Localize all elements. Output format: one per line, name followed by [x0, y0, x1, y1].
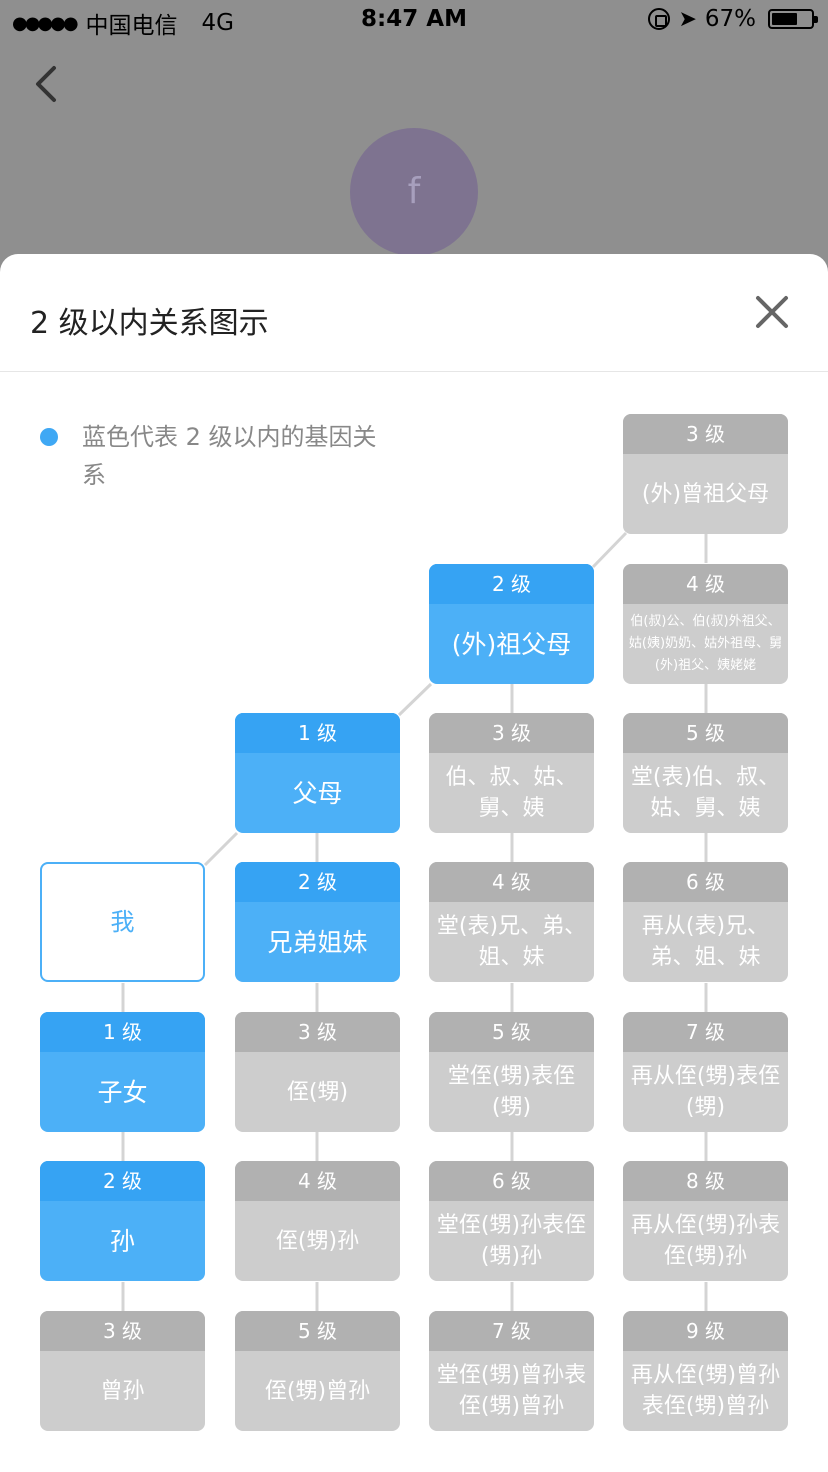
relation-label: 父母 [292, 778, 343, 808]
relation-card-cousins[interactable]: 4 级 堂(表)兄、弟、姐、妹 [429, 862, 594, 982]
relation-card-siblings[interactable]: 2 级 兄弟姐妹 [235, 862, 400, 982]
relation-card-self[interactable]: 我 [40, 862, 205, 982]
chevron-left-icon[interactable] [30, 62, 70, 106]
relation-card-nephews-nieces[interactable]: 3 级 侄(甥) [235, 1012, 400, 1132]
relation-label: 再从侄(甥)孙表侄(甥)孙 [630, 1213, 781, 1269]
relation-card-grandparents[interactable]: 2 级 (外)祖父母 [429, 564, 594, 684]
carrier-name: 中国电信 [85, 13, 178, 39]
relation-card-second-cousins-children[interactable]: 7 级 再从侄(甥)表侄(甥) [623, 1012, 788, 1132]
network-type: 4G [201, 10, 234, 36]
relation-label: 堂(表)兄、弟、姐、妹 [436, 914, 587, 970]
sheet-title: 2 级以内关系图示 [30, 306, 269, 341]
level-label: 7 级 [429, 1311, 594, 1351]
relation-card-second-cousins-great-grandchildren[interactable]: 9 级 再从侄(甥)曾孙表侄(甥)曾孙 [623, 1311, 788, 1431]
relation-label: 侄(甥)曾孙 [264, 1378, 371, 1404]
relation-card-grand-uncles-aunts[interactable]: 4 级 伯(叔)公、伯(叔)外祖父、姑(姨)奶奶、姑外祖母、舅(外)祖父、姨姥姥 [623, 564, 788, 684]
relation-label: 子女 [97, 1077, 148, 1107]
level-label: 5 级 [623, 713, 788, 753]
relation-card-great-grand-nephews[interactable]: 5 级 侄(甥)曾孙 [235, 1311, 400, 1431]
relation-label: 堂侄(甥)曾孙表侄(甥)曾孙 [436, 1363, 587, 1419]
signal-strength-icon: ●●●●● [12, 12, 79, 34]
relation-label: 堂侄(甥)表侄(甥) [447, 1064, 576, 1120]
level-label: 4 级 [235, 1161, 400, 1201]
level-label: 8 级 [623, 1161, 788, 1201]
relation-card-grandchildren[interactable]: 2 级 孙 [40, 1161, 205, 1281]
level-label: 3 级 [623, 414, 788, 454]
relation-label: 堂(表)伯、叔、姑、舅、姨 [630, 765, 781, 821]
level-label: 1 级 [235, 713, 400, 753]
legend-dot [40, 428, 58, 446]
relation-card-cousins-great-grandchildren[interactable]: 7 级 堂侄(甥)曾孙表侄(甥)曾孙 [429, 1311, 594, 1431]
relation-card-parents-cousins[interactable]: 5 级 堂(表)伯、叔、姑、舅、姨 [623, 713, 788, 833]
relation-card-cousins-children[interactable]: 5 级 堂侄(甥)表侄(甥) [429, 1012, 594, 1132]
level-label: 6 级 [623, 862, 788, 902]
relation-card-uncles-aunts[interactable]: 3 级 伯、叔、姑、舅、姨 [429, 713, 594, 833]
close-icon[interactable] [748, 288, 796, 336]
relation-label: 曾孙 [100, 1378, 145, 1404]
relation-card-second-cousins-grandchildren[interactable]: 8 级 再从侄(甥)孙表侄(甥)孙 [623, 1161, 788, 1281]
legend-text: 蓝色代表 2 级以内的基因关系 [82, 423, 377, 489]
level-label: 6 级 [429, 1161, 594, 1201]
relation-card-grand-nephews[interactable]: 4 级 侄(甥)孙 [235, 1161, 400, 1281]
level-label: 2 级 [40, 1161, 205, 1201]
sheet-header: 2 级以内关系图示 [0, 254, 828, 372]
relation-label: 再从(表)兄、弟、姐、妹 [641, 914, 770, 970]
battery-percent: 67% [704, 6, 756, 32]
relation-label: 孙 [109, 1226, 135, 1256]
relation-card-parents[interactable]: 1 级 父母 [235, 713, 400, 833]
relation-label: 堂侄(甥)孙表侄(甥)孙 [436, 1213, 587, 1269]
relation-label: (外)祖父母 [451, 629, 572, 659]
clock: 8:47 AM [361, 6, 467, 32]
level-label: 2 级 [429, 564, 594, 604]
relation-label: 我 [110, 907, 135, 936]
relation-label: 侄(甥)孙 [275, 1228, 360, 1254]
relation-card-great-grandchildren[interactable]: 3 级 曾孙 [40, 1311, 205, 1431]
relation-label: 伯(叔)公、伯(叔)外祖父、姑(姨)奶奶、姑外祖母、舅(外)祖父、姨姥姥 [628, 614, 783, 673]
relation-label: 再从侄(甥)表侄(甥) [630, 1064, 781, 1120]
relation-label: (外)曾祖父母 [641, 481, 770, 507]
location-arrow-icon: ➤ [678, 6, 697, 32]
connector-lines [121, 531, 708, 1311]
level-label: 3 级 [235, 1012, 400, 1052]
level-label: 4 级 [429, 862, 594, 902]
relation-label: 再从侄(甥)曾孙表侄(甥)曾孙 [630, 1363, 781, 1419]
level-label: 2 级 [235, 862, 400, 902]
relation-card-great-grandparents[interactable]: 3 级 (外)曾祖父母 [623, 414, 788, 534]
level-label: 5 级 [429, 1012, 594, 1052]
relation-label: 侄(甥) [286, 1079, 349, 1105]
level-label: 9 级 [623, 1311, 788, 1351]
level-label: 7 级 [623, 1012, 788, 1052]
status-bar: ●●●●● 中国电信 4G 8:47 AM ➤ 67% [0, 0, 828, 40]
relation-card-cousins-grandchildren[interactable]: 6 级 堂侄(甥)孙表侄(甥)孙 [429, 1161, 594, 1281]
level-label: 4 级 [623, 564, 788, 604]
relation-label: 伯、叔、姑、舅、姨 [445, 765, 578, 821]
level-label: 1 级 [40, 1012, 205, 1052]
level-label: 3 级 [40, 1311, 205, 1351]
relation-label: 兄弟姐妹 [267, 927, 368, 957]
battery-icon [768, 9, 818, 29]
relation-card-second-cousins[interactable]: 6 级 再从(表)兄、弟、姐、妹 [623, 862, 788, 982]
avatar[interactable]: f [350, 128, 478, 256]
relation-card-children[interactable]: 1 级 子女 [40, 1012, 205, 1132]
level-label: 5 级 [235, 1311, 400, 1351]
level-label: 3 级 [429, 713, 594, 753]
relation-sheet: 2 级以内关系图示 蓝色代表 2 级以内的基因关系 [0, 254, 828, 1472]
orientation-lock-icon [648, 8, 671, 30]
